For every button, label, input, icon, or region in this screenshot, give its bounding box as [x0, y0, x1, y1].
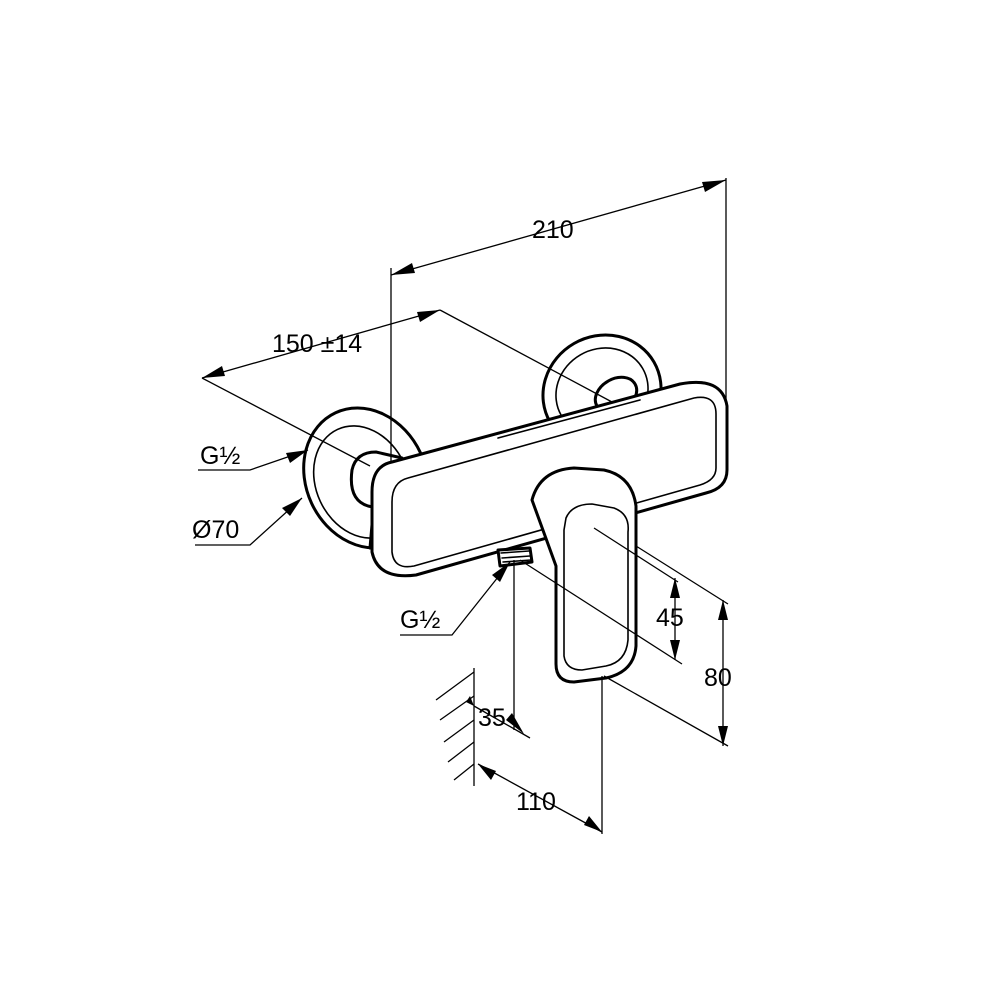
wall-hatch [435, 668, 475, 786]
label-outlet-offset: 35 [478, 704, 506, 732]
leader-rosette-diameter [195, 497, 303, 546]
dimension-110 [477, 676, 603, 834]
label-total-width: 210 [532, 216, 574, 244]
label-projection: 110 [516, 788, 556, 816]
leader-outlet-thread [400, 561, 511, 636]
leader-inlet-thread [198, 449, 309, 471]
label-rosette-diameter: Ø70 [192, 516, 239, 544]
dimension-80 [603, 545, 729, 747]
outlet-nipple [496, 546, 534, 568]
label-inlet-thread: G½ [200, 442, 240, 470]
dimension-150 [201, 309, 613, 467]
label-lever-height-total: 80 [704, 664, 732, 692]
dimension-45 [519, 527, 683, 665]
lever-handle [530, 466, 638, 684]
dimension-35 [466, 560, 531, 739]
dimension-210 [390, 178, 727, 462]
label-wall-distance: 150 ±14 [272, 330, 362, 358]
label-outlet-thread: G½ [400, 606, 440, 634]
label-lever-height-upper: 45 [656, 604, 684, 632]
